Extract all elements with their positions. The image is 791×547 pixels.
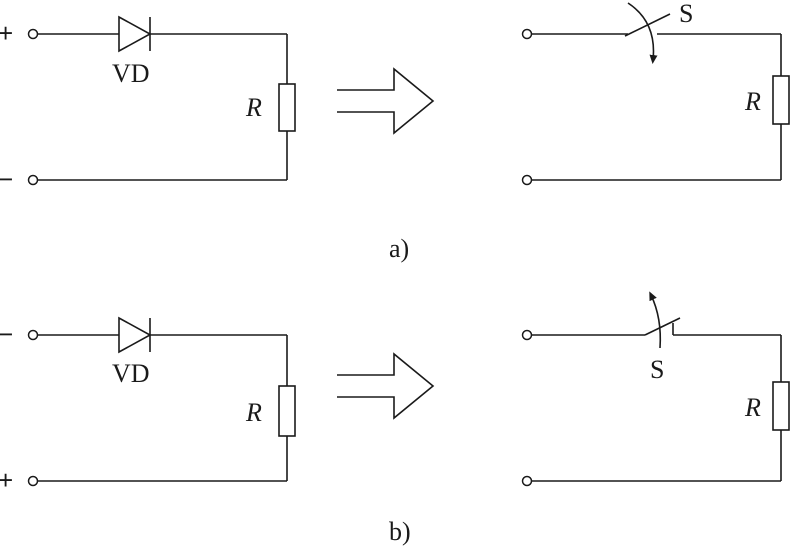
- resistor-symbol: [278, 83, 296, 132]
- positive-terminal-sign: +: [0, 18, 13, 48]
- equivalence-arrow: [337, 67, 435, 135]
- top-input-terminal: [27, 329, 39, 341]
- panel-a-caption: a): [389, 234, 409, 263]
- bottom-output-terminal: [521, 475, 533, 487]
- negative-terminal-sign: −: [0, 164, 13, 194]
- resistor-symbol: [772, 75, 790, 125]
- resistor-symbol: [772, 381, 790, 431]
- top-output-terminal: [521, 329, 533, 341]
- panel-b-switch-circuit: S R: [521, 291, 790, 487]
- positive-terminal-sign: +: [0, 465, 13, 495]
- panel-b: − VD R + S: [0, 291, 790, 546]
- switch-closing-arrow: [627, 2, 658, 64]
- top-output-terminal: [521, 28, 533, 40]
- bottom-output-terminal: [521, 174, 533, 186]
- resistor-label: R: [744, 87, 761, 116]
- equivalence-arrow: [337, 352, 435, 420]
- switch-label: S: [650, 355, 664, 384]
- switch-opening-arrow: [649, 291, 662, 349]
- diode-symbol: [118, 15, 152, 53]
- panel-b-diode-circuit: − VD R +: [0, 316, 296, 495]
- switch-label: S: [679, 0, 693, 28]
- diode-label: VD: [112, 59, 150, 88]
- resistor-symbol: [278, 385, 296, 437]
- panel-a-switch-circuit: S R: [521, 0, 790, 186]
- panel-a-diode-circuit: + VD R −: [0, 15, 296, 194]
- diode-symbol: [118, 316, 152, 354]
- diode-label: VD: [112, 359, 150, 388]
- switch-blade: [644, 317, 681, 336]
- bottom-input-terminal: [27, 475, 39, 487]
- resistor-label: R: [744, 393, 761, 422]
- panel-b-caption: b): [389, 517, 411, 546]
- resistor-label: R: [245, 398, 262, 427]
- bottom-input-terminal: [27, 174, 39, 186]
- resistor-label: R: [245, 93, 262, 122]
- panel-a: + VD R − S: [0, 0, 790, 263]
- top-input-terminal: [27, 28, 39, 40]
- negative-terminal-sign: −: [0, 319, 13, 349]
